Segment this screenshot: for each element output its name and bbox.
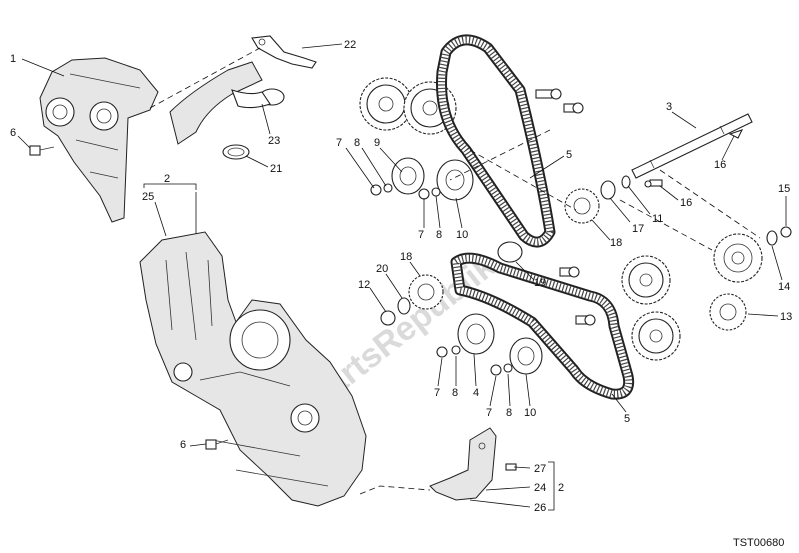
balance-gears bbox=[709, 226, 792, 331]
callout-7-a: 7 bbox=[336, 137, 342, 149]
callout-7-d: 7 bbox=[486, 407, 492, 419]
callout-16-a: 16 bbox=[714, 159, 726, 171]
upper-tensioner-rollers bbox=[370, 157, 474, 201]
cover-bolt-lower bbox=[205, 439, 229, 450]
callout-11: 11 bbox=[652, 213, 663, 225]
document-code: TST00680 bbox=[733, 537, 784, 549]
callout-2-top: 2 bbox=[164, 173, 170, 185]
callout-8-d: 8 bbox=[506, 407, 512, 419]
callout-23: 23 bbox=[268, 135, 280, 147]
callout-15: 15 bbox=[778, 183, 790, 195]
crank-sprocket-upper bbox=[564, 175, 631, 224]
callout-2-bottom: 2 bbox=[558, 482, 564, 494]
drive-shaft bbox=[631, 113, 753, 179]
callout-12: 12 bbox=[358, 279, 370, 291]
callout-7-c: 7 bbox=[434, 387, 440, 399]
shaft-keys bbox=[644, 179, 663, 188]
callout-13: 13 bbox=[780, 311, 792, 323]
callout-17: 17 bbox=[632, 223, 644, 235]
callout-27: 27 bbox=[534, 463, 546, 475]
cover-bolt-upper bbox=[29, 145, 55, 156]
upper-timing-cover bbox=[39, 57, 159, 223]
thrust-washer bbox=[497, 241, 523, 263]
callout-6-upper: 6 bbox=[10, 127, 16, 139]
callout-1: 1 bbox=[10, 53, 16, 65]
callout-22: 22 bbox=[344, 39, 356, 51]
callout-3: 3 bbox=[666, 101, 672, 113]
lower-timing-belt bbox=[450, 252, 635, 400]
air-duct bbox=[169, 61, 285, 145]
lower-cam-pulleys bbox=[621, 255, 681, 361]
lower-studs bbox=[559, 266, 596, 326]
callout-18-a: 18 bbox=[610, 237, 622, 249]
callout-7-b: 7 bbox=[418, 229, 424, 241]
lower-timing-cover bbox=[139, 231, 367, 507]
callout-8-a: 8 bbox=[354, 137, 360, 149]
callout-5-b: 5 bbox=[624, 413, 630, 425]
callout-20: 20 bbox=[376, 263, 388, 275]
callout-26: 26 bbox=[534, 502, 546, 514]
upper-timing-belt bbox=[436, 34, 556, 248]
callout-6-lower: 6 bbox=[180, 439, 186, 451]
crank-sprocket-lower bbox=[380, 274, 444, 326]
callout-8-c: 8 bbox=[452, 387, 458, 399]
callout-10-b: 10 bbox=[524, 407, 536, 419]
callout-14: 14 bbox=[778, 281, 790, 293]
callout-25: 25 bbox=[142, 191, 154, 203]
callout-16-b: 16 bbox=[680, 197, 692, 209]
hose-clamp bbox=[222, 144, 250, 160]
leader-lines bbox=[17, 43, 787, 511]
callout-18-b: 18 bbox=[400, 251, 412, 263]
callout-24: 24 bbox=[534, 482, 546, 494]
callout-9: 9 bbox=[374, 137, 380, 149]
callout-labels: 1 6 2 25 22 23 21 7 8 9 7 8 10 5 3 16 16… bbox=[10, 39, 792, 514]
lower-tensioner-rollers bbox=[436, 313, 543, 376]
callout-4: 4 bbox=[473, 387, 479, 399]
duct-bracket bbox=[251, 35, 317, 69]
callout-21: 21 bbox=[270, 163, 282, 175]
callout-5-a: 5 bbox=[566, 149, 572, 161]
callout-8-b: 8 bbox=[436, 229, 442, 241]
callout-10-a: 10 bbox=[456, 229, 468, 241]
callout-19: 19 bbox=[534, 277, 546, 289]
cam-studs bbox=[535, 88, 584, 114]
